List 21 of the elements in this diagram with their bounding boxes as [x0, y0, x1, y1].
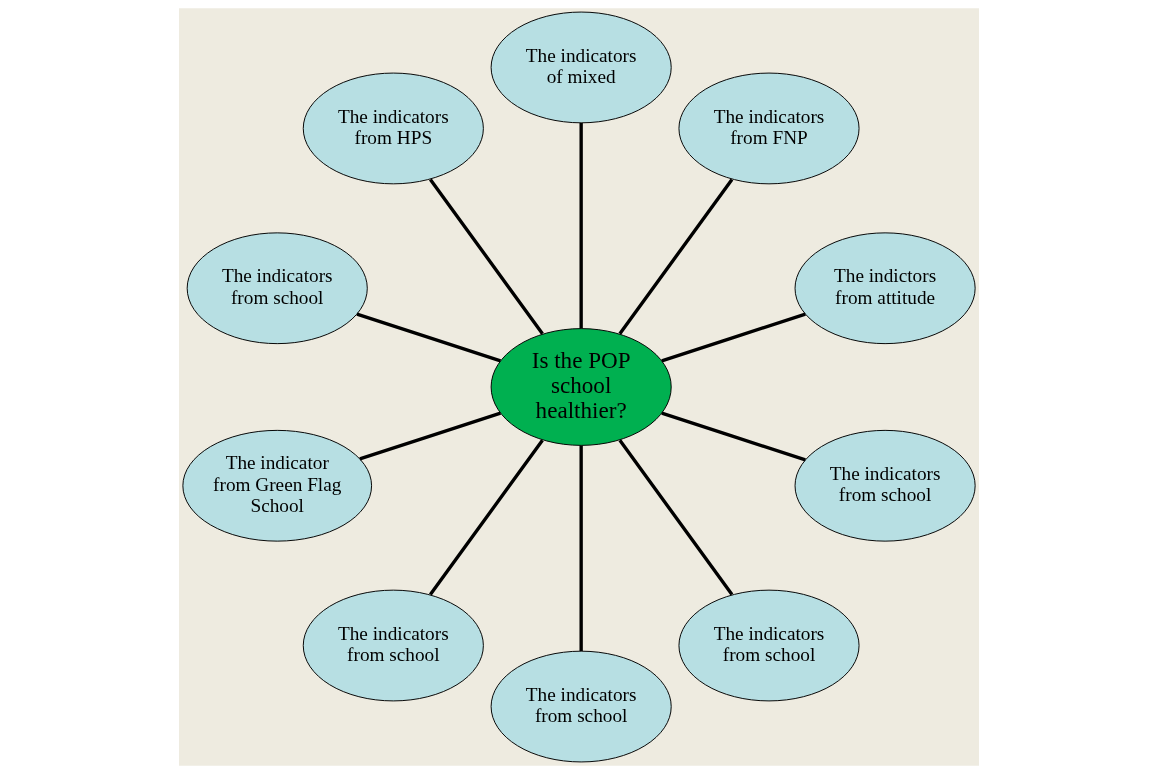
node-ellipse: The indicators of mixed	[490, 11, 672, 124]
node-ellipse: The indictors from attitude	[794, 232, 976, 345]
node-ellipse: The indicators from school	[678, 589, 860, 702]
connector	[661, 411, 806, 462]
node-ellipse: Is the POP school healthier?	[490, 328, 672, 446]
connector	[356, 312, 502, 363]
node-ellipse: The indicators from school	[302, 589, 484, 702]
node-ellipse: The indicator from Green Flag School	[182, 429, 373, 542]
node-ellipse: The indicators from school	[794, 429, 976, 542]
connector	[429, 178, 544, 335]
connector	[661, 312, 806, 363]
connector	[618, 178, 734, 335]
connector	[359, 411, 502, 461]
node-ellipse: The indicators from school	[490, 650, 672, 763]
connector	[579, 123, 583, 329]
connector	[429, 439, 544, 596]
node-ellipse: The indicators from HPS	[302, 72, 484, 185]
node-ellipse: The indicators from school	[186, 232, 368, 345]
connector	[579, 445, 583, 651]
node-ellipse: The indicators from FNP	[678, 72, 860, 185]
connector	[618, 439, 734, 596]
